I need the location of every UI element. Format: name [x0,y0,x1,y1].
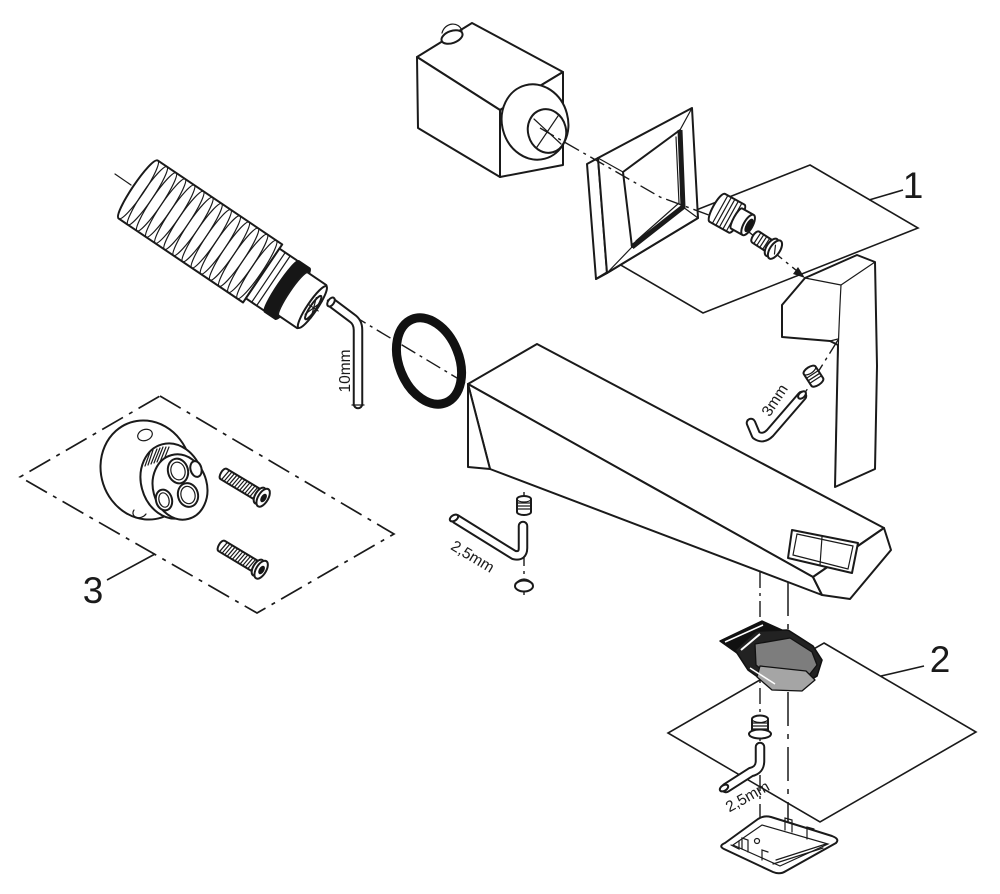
mounting-flange [99,419,209,521]
valve-body [416,22,570,178]
bottom-cover-plate [720,815,839,875]
spout-setscrew-group: 2,5mm [448,492,534,597]
spout-set-screw [516,495,532,516]
valve-body-plug [440,23,464,45]
callout-3-label: 3 [83,570,104,611]
mounting-screw-2 [216,539,269,580]
valve-body-bore [500,83,570,161]
callouts: 1 2 3 [83,165,951,680]
callout-1-label: 1 [903,165,924,206]
group2-boundary [666,642,978,823]
hex-key-2-5mm-spout [448,513,529,561]
mounting-group [18,395,396,614]
handle-set-screw [802,364,825,388]
callout-3-leader [106,553,156,581]
hex-key-3mm [745,390,808,443]
callout-2-label: 2 [930,639,951,680]
mousseur-group: 2,5mm [666,572,978,875]
o-ring [391,313,467,409]
spout [467,343,892,600]
callout-2-leader [880,665,925,677]
knob-screw [750,230,784,260]
callout-1-leader [868,189,904,201]
hex-key-10mm-label: 10mm [337,349,354,392]
flex-hose [114,159,328,330]
mousseur [719,620,823,692]
mousseur-screw [748,714,772,740]
hex-key-10mm: 10mm [326,296,365,410]
lever-handle [781,254,878,488]
mounting-screw-1 [218,467,271,508]
hex-key-2-5mm-mousseur [718,741,766,794]
adjustment-knob [707,192,756,237]
group3-boundary [18,395,396,614]
spout-screw-cap [514,578,534,593]
spout-outlet-recess [787,529,859,574]
